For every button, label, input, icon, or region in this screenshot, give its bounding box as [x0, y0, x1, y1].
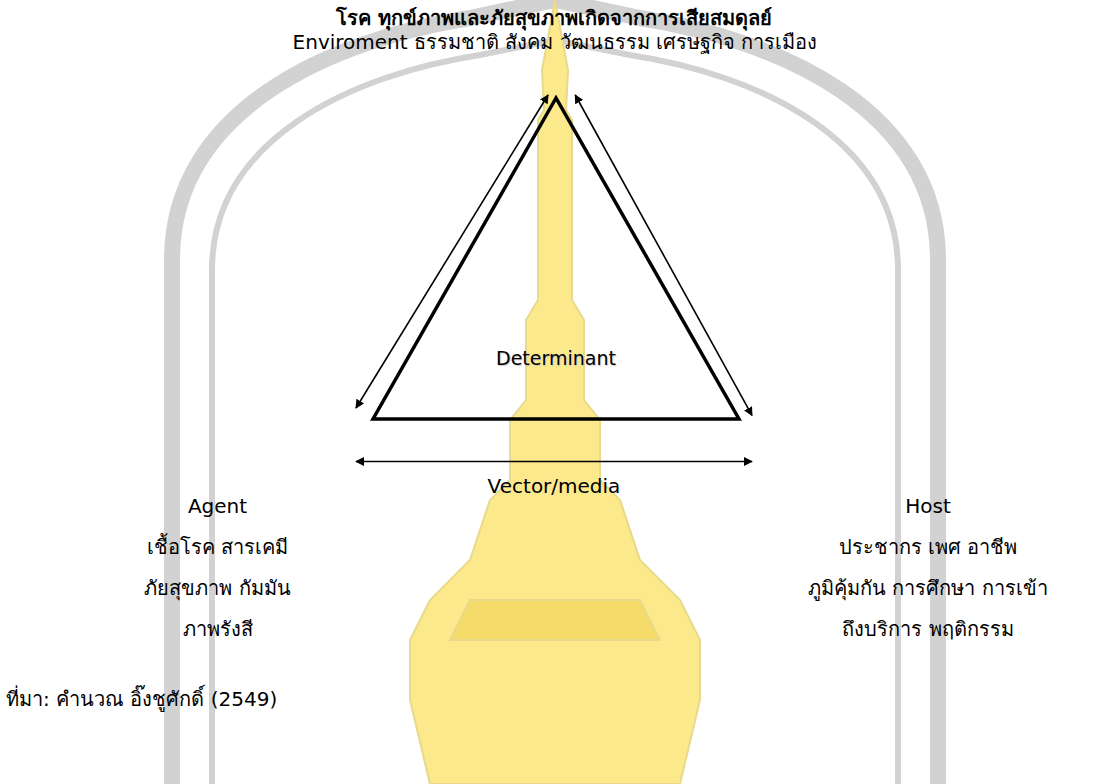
diagram-title: โรค ทุกข์ภาพและภัยสุขภาพเกิดจากการเสียสม…	[0, 2, 1108, 34]
source-caption: ที่มา: คำนวณ อิ๊งชูศักดิ์ (2549)	[6, 683, 277, 715]
node-heading: Host	[752, 486, 1104, 527]
tower-illustration	[410, 0, 700, 784]
arch-outline	[172, 0, 938, 784]
node-heading: Agent	[79, 486, 356, 527]
triangle-node: Determinant	[370, 95, 742, 422]
host-node: Hostประชากร เพศ อาชีพ ภูมิคุ้มกัน การศึก…	[752, 408, 1104, 656]
node-heading: Enviroment ธรรมชาติ สังคม วัฒนธรรม เศรษฐ…	[239, 28, 871, 56]
node-body: เชื้อโรค สารเคมี ภัยสุขภาพ กัมมันภาพรังส…	[133, 527, 303, 650]
node-body: ประชากร เพศ อาชีพ ภูมิคุ้มกัน การศึกษา ก…	[803, 527, 1053, 650]
double-arrow	[356, 461, 752, 463]
environment-node: Enviroment ธรรมชาติ สังคม วัฒนธรรม เศรษฐ…	[239, 24, 871, 95]
edge-label: Vector/media	[488, 474, 621, 498]
triangle-outline	[370, 95, 742, 422]
agent-node: Agentเชื้อโรค สารเคมี ภัยสุขภาพ กัมมันภา…	[79, 408, 356, 656]
determinant-label: Determinant	[370, 347, 742, 369]
